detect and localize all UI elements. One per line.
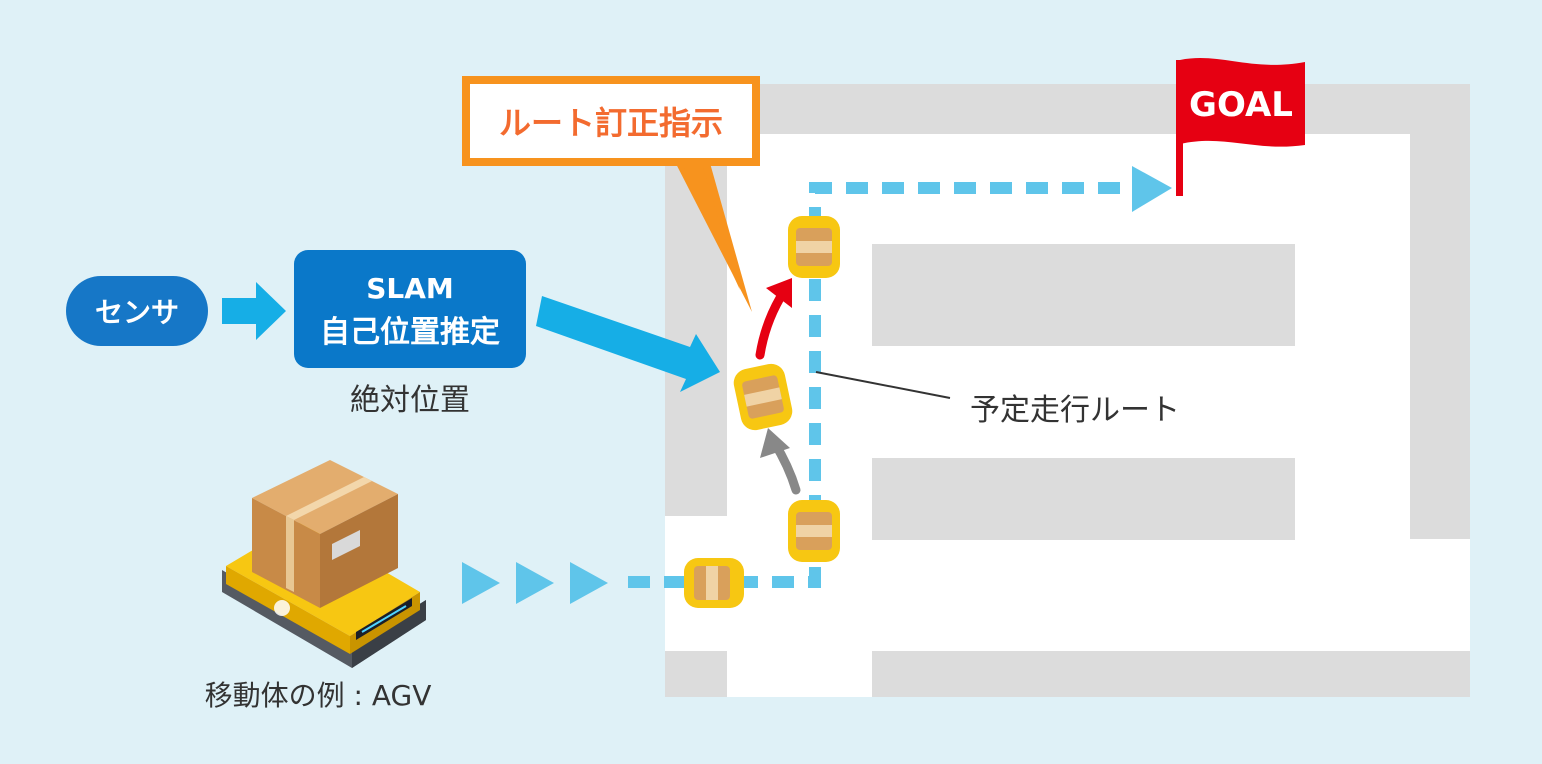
callout-pointer: [672, 156, 752, 312]
agv-marker-horizontal: [684, 558, 744, 608]
slam-to-map-arrow: [536, 296, 720, 392]
callout-inner: [470, 84, 752, 158]
triangle-arrow-icon: [570, 562, 608, 604]
slam-line2: 自己位置推定: [320, 315, 500, 350]
agv-marker-start: [788, 500, 840, 562]
route-leader-line: [815, 371, 951, 399]
box-tape-front: [286, 516, 294, 592]
goal-flag-cloth: [1180, 58, 1305, 147]
map-shelf-upper: [872, 244, 1295, 346]
slam-box: [294, 250, 526, 368]
flow-arrow-icon: [536, 296, 720, 392]
correction-arrow: [755, 293, 785, 360]
map-wall-right: [1410, 84, 1470, 539]
correction-callout: ルート訂正指示: [462, 76, 760, 312]
red-arrowhead-icon: [766, 278, 792, 308]
cardboard-box-icon: [252, 460, 398, 608]
incoming-triangles: [462, 562, 608, 604]
sensor-pill: [66, 276, 208, 346]
goal-label: GOAL: [1189, 85, 1293, 125]
goal-flag-icon: GOAL: [1176, 58, 1305, 196]
goal-flag-pole: [1176, 60, 1183, 196]
absolute-position-label: 絶対位置: [350, 383, 470, 418]
callout-pointer-inner: [680, 158, 740, 290]
triangle-arrow-icon: [516, 562, 554, 604]
sensor-label: センサ: [95, 296, 179, 329]
map-wall-bottom-left: [665, 651, 727, 697]
route-arrowhead-icon: [1132, 166, 1172, 212]
flow-arrow-icon: [222, 282, 286, 340]
map-wall-bottom-right: [872, 651, 1470, 697]
callout-text: ルート訂正指示: [499, 104, 723, 142]
triangle-arrow-icon: [462, 562, 500, 604]
box-label: [332, 530, 360, 560]
map-floor-top-cover: [727, 134, 1410, 140]
agv-sensor-dot: [274, 600, 290, 616]
agv-light-line: [361, 605, 407, 633]
agv-marker-deviated: [733, 363, 793, 431]
agv-caption: 移動体の例 : AGV: [205, 679, 432, 712]
slam-line1: SLAM: [366, 272, 454, 305]
map-wall-top: [665, 84, 1470, 134]
map-shelf-lower: [872, 458, 1295, 540]
planned-route-label: 予定走行ルート: [970, 393, 1180, 428]
gray-arrowhead-icon: [760, 428, 790, 458]
box-right: [320, 494, 398, 608]
agv-marker-corrected: [788, 216, 840, 278]
box-tape: [286, 477, 372, 520]
